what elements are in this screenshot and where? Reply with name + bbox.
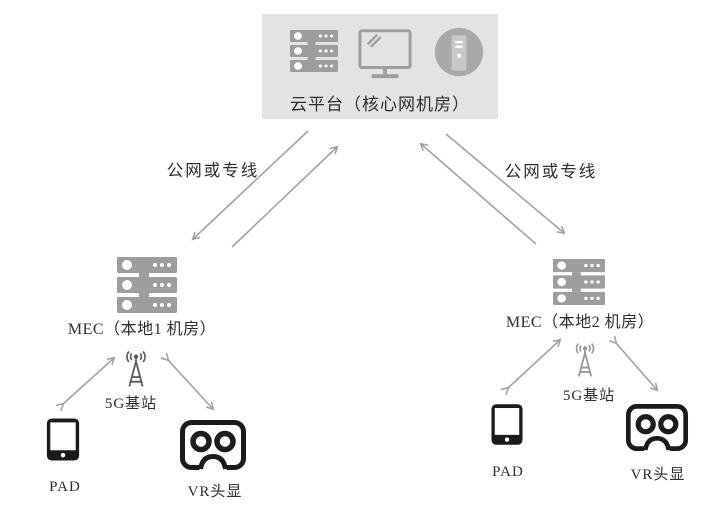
arrow-mec1-to-cloud	[231, 145, 339, 248]
pad-left-label: PAD	[49, 479, 81, 495]
vr-headset-left-icon	[180, 420, 246, 470]
arrow-cloud-to-mec2	[445, 133, 566, 235]
base-station-left-icon	[126, 350, 146, 387]
monitor-icon	[358, 29, 412, 79]
tower-pc-icon	[434, 27, 484, 77]
arrow-bs1-vr1	[160, 352, 215, 411]
mec2-label: MEC（本地2 机房）	[505, 314, 655, 331]
arrow-bs1-pad1	[55, 356, 116, 412]
pad-right-icon	[491, 404, 523, 445]
cloud-platform-box: 云平台（核心网机房）	[262, 14, 498, 119]
server-rack-icon	[290, 30, 338, 72]
base-station-right-icon	[575, 343, 595, 377]
pad-left-icon	[46, 418, 80, 461]
base-station-left-label: 5G基站	[104, 396, 158, 412]
arrow-cloud-to-mec1	[191, 130, 309, 241]
mec2-server-icon	[553, 259, 605, 305]
arrow-bs2-vr2	[608, 335, 659, 392]
mec1-label: MEC（本地1 机房）	[67, 321, 217, 338]
wan-link-right-label: 公网或专线	[504, 162, 598, 181]
vr-headset-right-icon	[625, 404, 689, 451]
mec1-server-icon	[117, 257, 177, 313]
base-station-right-label: 5G基站	[562, 388, 616, 404]
vr-headset-right-label: VR头显	[630, 467, 686, 483]
arrow-mec2-to-cloud	[419, 142, 537, 245]
pad-right-label: PAD	[492, 464, 524, 480]
arrow-bs2-pad2	[500, 338, 562, 396]
wan-link-left-label: 公网或专线	[166, 161, 260, 180]
vr-headset-left-label: VR头显	[187, 484, 243, 500]
cloud-platform-label: 云平台（核心网机房）	[290, 95, 470, 114]
